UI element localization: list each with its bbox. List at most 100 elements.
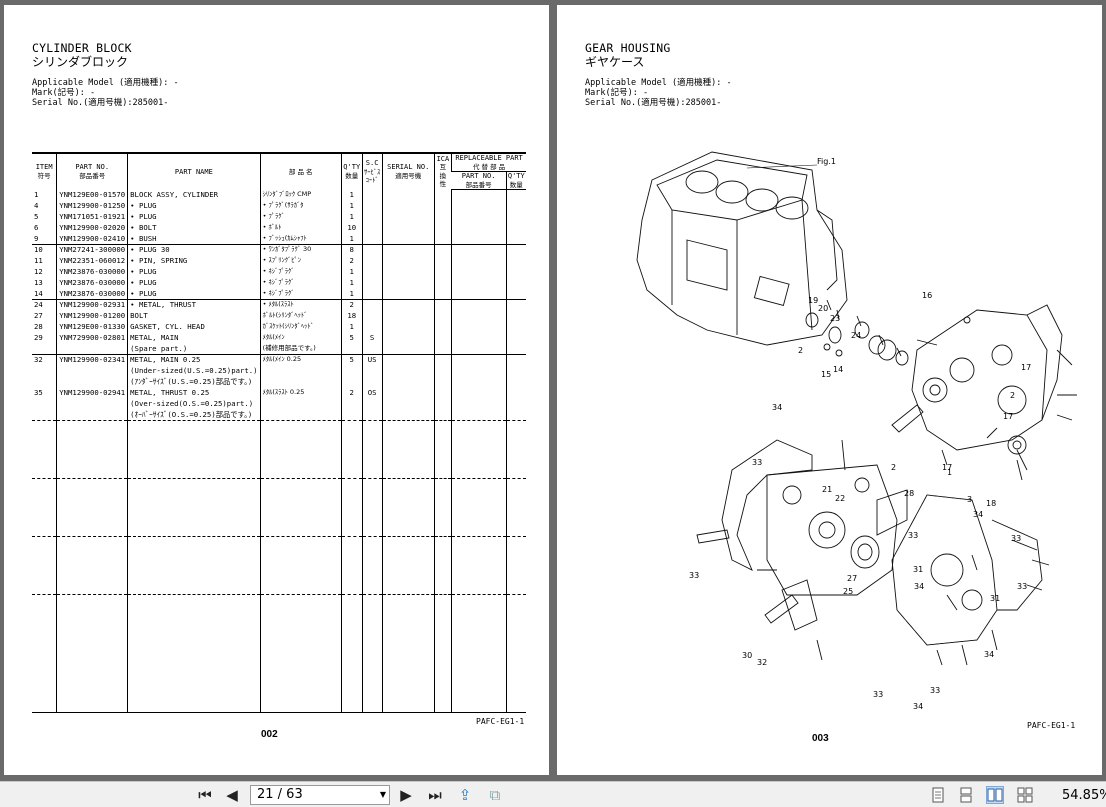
part-no-cell: YNM129900-01200 <box>56 310 128 322</box>
svg-text:15: 15 <box>821 370 831 379</box>
empty-cell <box>433 652 452 713</box>
bottom-toolbar: ⏮ ◀ 21 / 63 ▼ ▶ ⏭ ⇪ ⧉ 54.85% <box>0 781 1106 807</box>
item-cell: 1 <box>34 189 39 199</box>
part-name-jp-cell: • ｽﾌﾟﾘﾝｸﾞﾋﾟﾝ <box>259 255 342 267</box>
col-rep-part-no: PART NO.部品番号 <box>451 171 507 190</box>
item-cell <box>32 377 57 388</box>
page-title-jp: ギヤケース <box>585 55 645 69</box>
empty-cell <box>451 266 507 278</box>
part-no-cell: YNM129E00-01330 <box>56 321 128 333</box>
export-icon[interactable]: ⇪ <box>458 786 472 804</box>
svg-text:18: 18 <box>986 499 996 508</box>
item-cell: 35 <box>34 387 43 397</box>
empty-cell <box>433 398 452 410</box>
svg-text:14: 14 <box>833 365 843 374</box>
page-title-en: CYLINDER BLOCK <box>32 41 132 55</box>
title-block: CYLINDER BLOCK シリンダブロック <box>32 41 132 69</box>
part-name-cell: • PLUG <box>127 288 261 300</box>
empty-cell <box>381 387 435 399</box>
qty-cell: 5 <box>340 332 363 344</box>
prev-page-icon[interactable]: ◀ <box>226 786 238 804</box>
two-page-icon[interactable] <box>986 786 1004 804</box>
first-page-icon[interactable]: ⏮ <box>198 786 212 804</box>
part-no-cell: YNM129900-02941 <box>56 387 128 399</box>
zoom-level[interactable]: 54.85% <box>1062 788 1106 803</box>
part-name-jp-cell <box>259 365 342 377</box>
page-title-en: GEAR HOUSING <box>585 41 671 55</box>
empty-cell <box>505 420 526 479</box>
item-cell: 32 <box>32 354 57 366</box>
empty-cell <box>381 244 435 256</box>
part-name-jp-cell: • ﾜﾝｶﾞﾀﾌﾟﾗｸﾞ 30 <box>259 244 342 256</box>
svg-text:32: 32 <box>757 658 767 667</box>
sc-cell <box>361 255 383 267</box>
empty-cell <box>451 398 507 410</box>
sc-cell <box>361 244 383 256</box>
continuous-page-icon[interactable] <box>958 787 974 803</box>
qty-cell: 8 <box>340 244 363 256</box>
empty-cell <box>505 409 526 421</box>
page-selector[interactable]: 21 / 63 ▼ <box>250 785 390 805</box>
empty-cell <box>381 255 435 267</box>
empty-cell <box>433 536 452 595</box>
item-cell: 24 <box>32 299 57 311</box>
empty-cell <box>361 478 383 537</box>
part-no-cell: YNM23876-030000 <box>56 288 128 300</box>
col-part-no: PART NO.部品番号 <box>56 152 128 190</box>
page-003: GEAR HOUSING ギヤケース Applicable Model (適用機… <box>557 5 1102 775</box>
two-page-continuous-icon[interactable] <box>1017 787 1033 803</box>
page-number: 002 <box>261 729 278 740</box>
serial-range: Serial No.(適用号機):285001- <box>32 98 169 108</box>
qty-cell: 10 <box>340 222 363 234</box>
empty-cell <box>56 536 128 595</box>
part-no-cell: YNM129900-01250 <box>56 200 128 212</box>
svg-text:34: 34 <box>772 403 782 412</box>
part-no-cell: YNM129900-02931 <box>56 299 128 311</box>
svg-text:27: 27 <box>847 574 857 583</box>
qty-cell: 1 <box>340 321 363 333</box>
svg-text:21: 21 <box>822 485 832 494</box>
mark: Mark(記号): - <box>32 88 96 98</box>
empty-cell <box>381 478 435 537</box>
empty-cell <box>381 222 435 234</box>
empty-cell <box>451 321 507 333</box>
sc-cell: US <box>361 354 383 366</box>
part-no-cell: YNM729900-02801 <box>56 332 128 344</box>
qty-cell: 1 <box>340 189 363 201</box>
empty-cell <box>505 200 526 212</box>
qty-cell: 1 <box>340 211 363 223</box>
sc-cell <box>361 310 383 322</box>
part-no-cell <box>56 398 128 410</box>
empty-cell <box>381 354 435 366</box>
empty-cell <box>433 255 452 267</box>
empty-cell <box>451 299 507 311</box>
svg-text:17: 17 <box>942 463 952 472</box>
part-name-jp-cell <box>259 398 342 410</box>
part-no-cell: YNM23876-030000 <box>56 277 128 289</box>
copy-icon[interactable]: ⧉ <box>489 786 501 804</box>
part-no-cell: YNM27241-300000 <box>56 244 128 256</box>
empty-cell <box>505 376 526 388</box>
part-no-cell <box>56 376 128 388</box>
empty-cell <box>451 244 507 256</box>
empty-cell <box>451 211 507 223</box>
part-name-cell: • PLUG 30 <box>127 244 261 256</box>
single-page-icon[interactable] <box>930 787 946 803</box>
page-number: 003 <box>812 733 829 744</box>
empty-cell <box>56 652 128 713</box>
empty-cell <box>433 266 452 278</box>
last-page-icon[interactable]: ⏭ <box>428 786 442 804</box>
part-name-cell: • PLUG <box>127 277 261 289</box>
part-name-cell: (ｱﾝﾀﾞｰｻｲｽﾞ(U.S.=0.25)部品です。) <box>127 376 261 388</box>
table-row: (Under-sized(U.S.=0.25)part.) <box>32 365 526 377</box>
qty-cell: 2 <box>340 299 363 311</box>
next-page-icon[interactable]: ▶ <box>400 786 412 804</box>
empty-cell <box>505 478 526 537</box>
part-name-cell: (Under-sized(U.S.=0.25)part.) <box>127 365 261 377</box>
svg-text:19: 19 <box>808 296 818 305</box>
